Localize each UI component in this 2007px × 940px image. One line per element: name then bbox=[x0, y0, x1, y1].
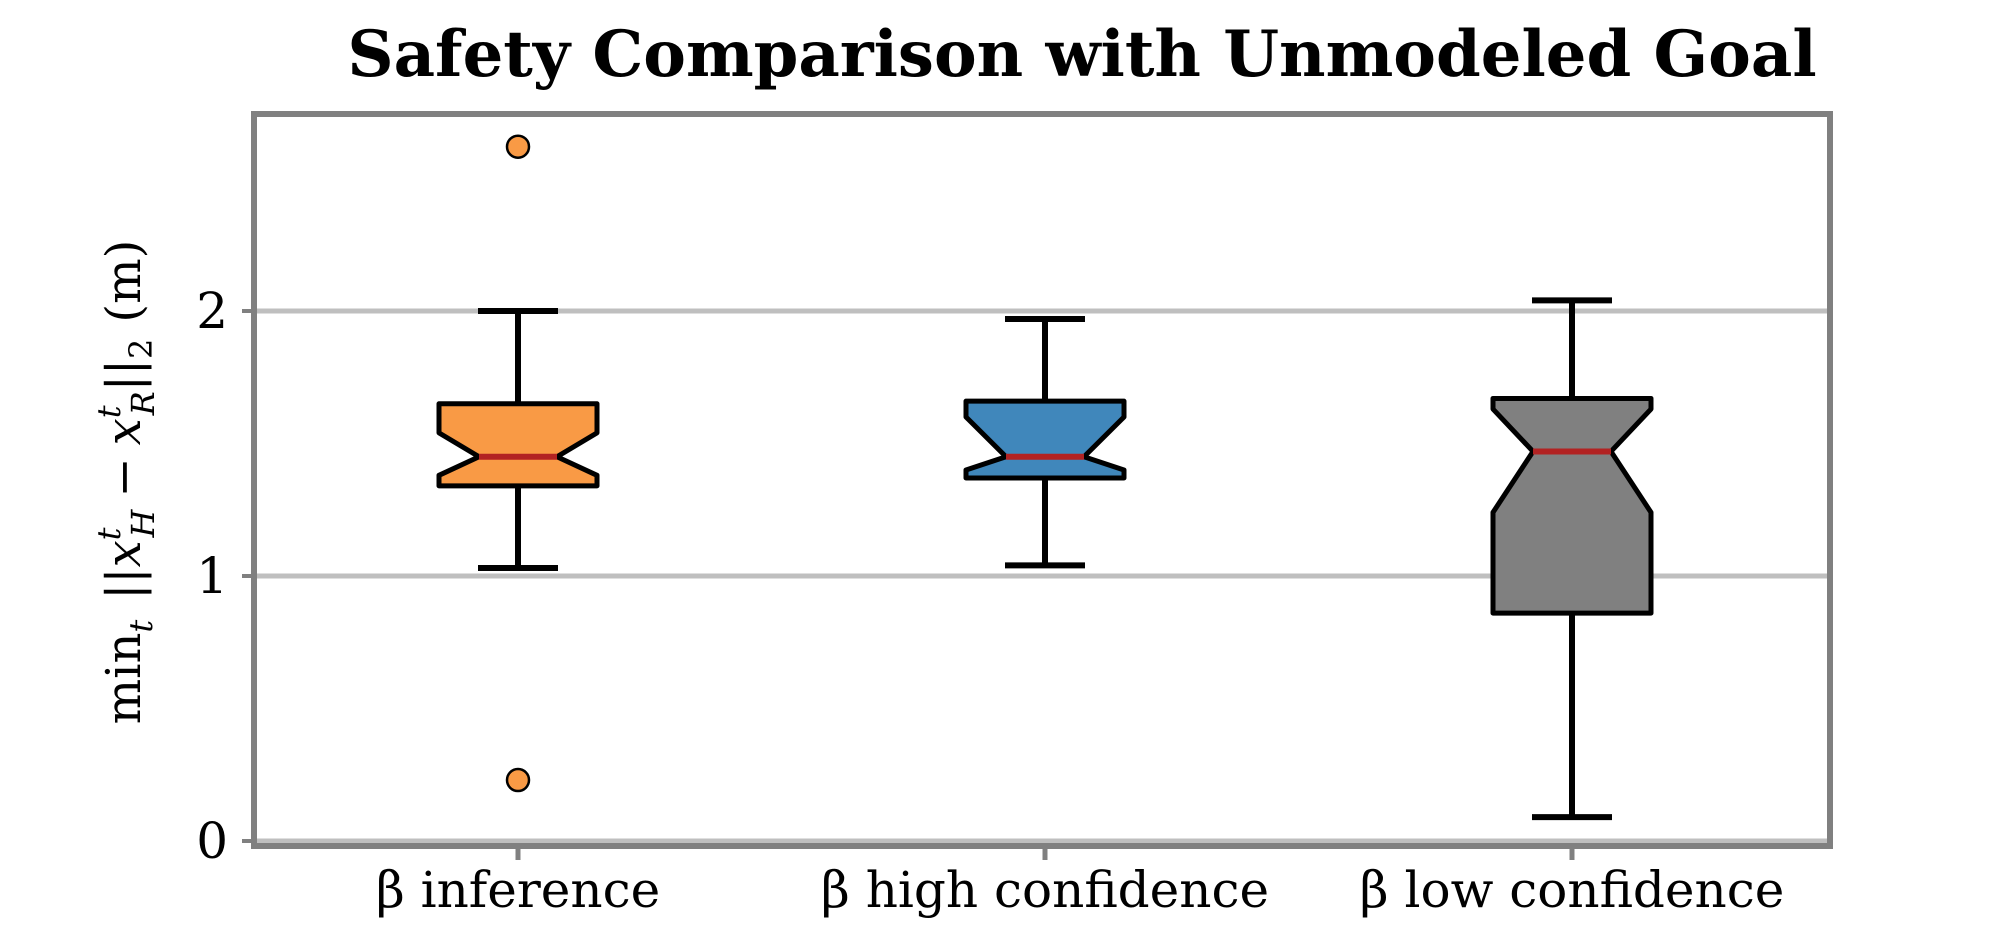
axis-ticks: 0 1 2 β inference β high confidence β low con… bbox=[196, 282, 1784, 919]
box-group bbox=[963, 315, 1127, 569]
box-group bbox=[436, 134, 600, 793]
y-tick-label: 0 bbox=[196, 812, 228, 870]
chart-title: Safety Comparison with Unmodeled Goal bbox=[347, 17, 1816, 92]
box-body bbox=[1490, 395, 1654, 616]
y-axis-label: mint||xtH−xtR||2(m) bbox=[90, 240, 162, 725]
x-tick-label: β inference bbox=[376, 861, 660, 919]
box-series bbox=[436, 134, 1654, 821]
outlier-point bbox=[505, 767, 531, 793]
box-group bbox=[1490, 297, 1654, 821]
outlier-point bbox=[505, 134, 531, 159]
x-tick-label: β low confidence bbox=[1360, 861, 1785, 919]
box-body bbox=[963, 398, 1127, 481]
y-tick-label: 1 bbox=[196, 547, 228, 605]
y-tick-label: 2 bbox=[196, 282, 228, 340]
x-tick-label: β high confidence bbox=[821, 861, 1269, 919]
plot-frame bbox=[251, 111, 1833, 849]
box-body bbox=[436, 401, 600, 489]
